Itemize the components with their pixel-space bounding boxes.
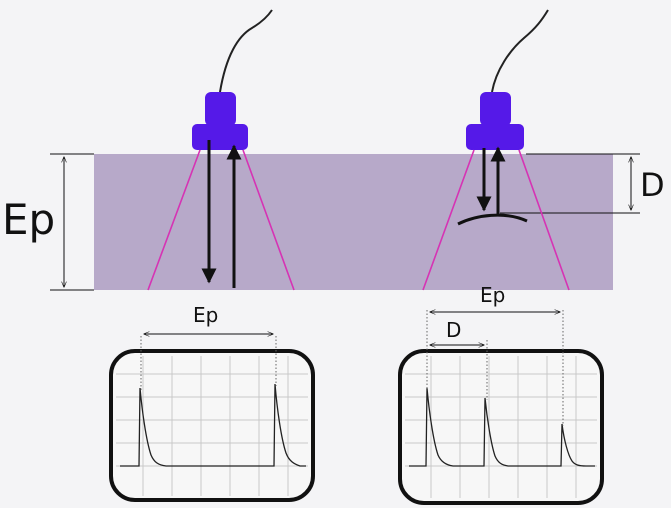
left-echo-arrows <box>201 140 242 288</box>
left-oscilloscope <box>109 349 315 502</box>
defect-depth-dimension: D <box>500 153 665 214</box>
left-scope-trace <box>120 383 306 467</box>
thickness-label: Ep <box>2 195 55 244</box>
material-block <box>94 154 613 290</box>
defect-depth-label: D <box>640 166 665 204</box>
right-scope-trace <box>409 387 595 467</box>
left-beam <box>147 149 295 291</box>
right-transducer <box>466 9 549 150</box>
left-scope-grid <box>116 356 308 496</box>
thickness-dimension: Ep <box>2 153 94 291</box>
right-beam <box>422 149 570 291</box>
right-echo-arrows <box>476 146 506 214</box>
right-scope-spans: Ep D <box>426 283 564 426</box>
right-scope-defect-label: D <box>446 318 461 342</box>
right-scope-span-label: Ep <box>480 283 505 307</box>
right-oscilloscope <box>398 349 604 505</box>
left-scope-span-label: Ep <box>193 303 218 327</box>
right-scope-grid <box>405 356 597 498</box>
defect <box>457 213 528 226</box>
left-scope-span: Ep <box>140 303 277 390</box>
left-transducer <box>192 9 273 150</box>
